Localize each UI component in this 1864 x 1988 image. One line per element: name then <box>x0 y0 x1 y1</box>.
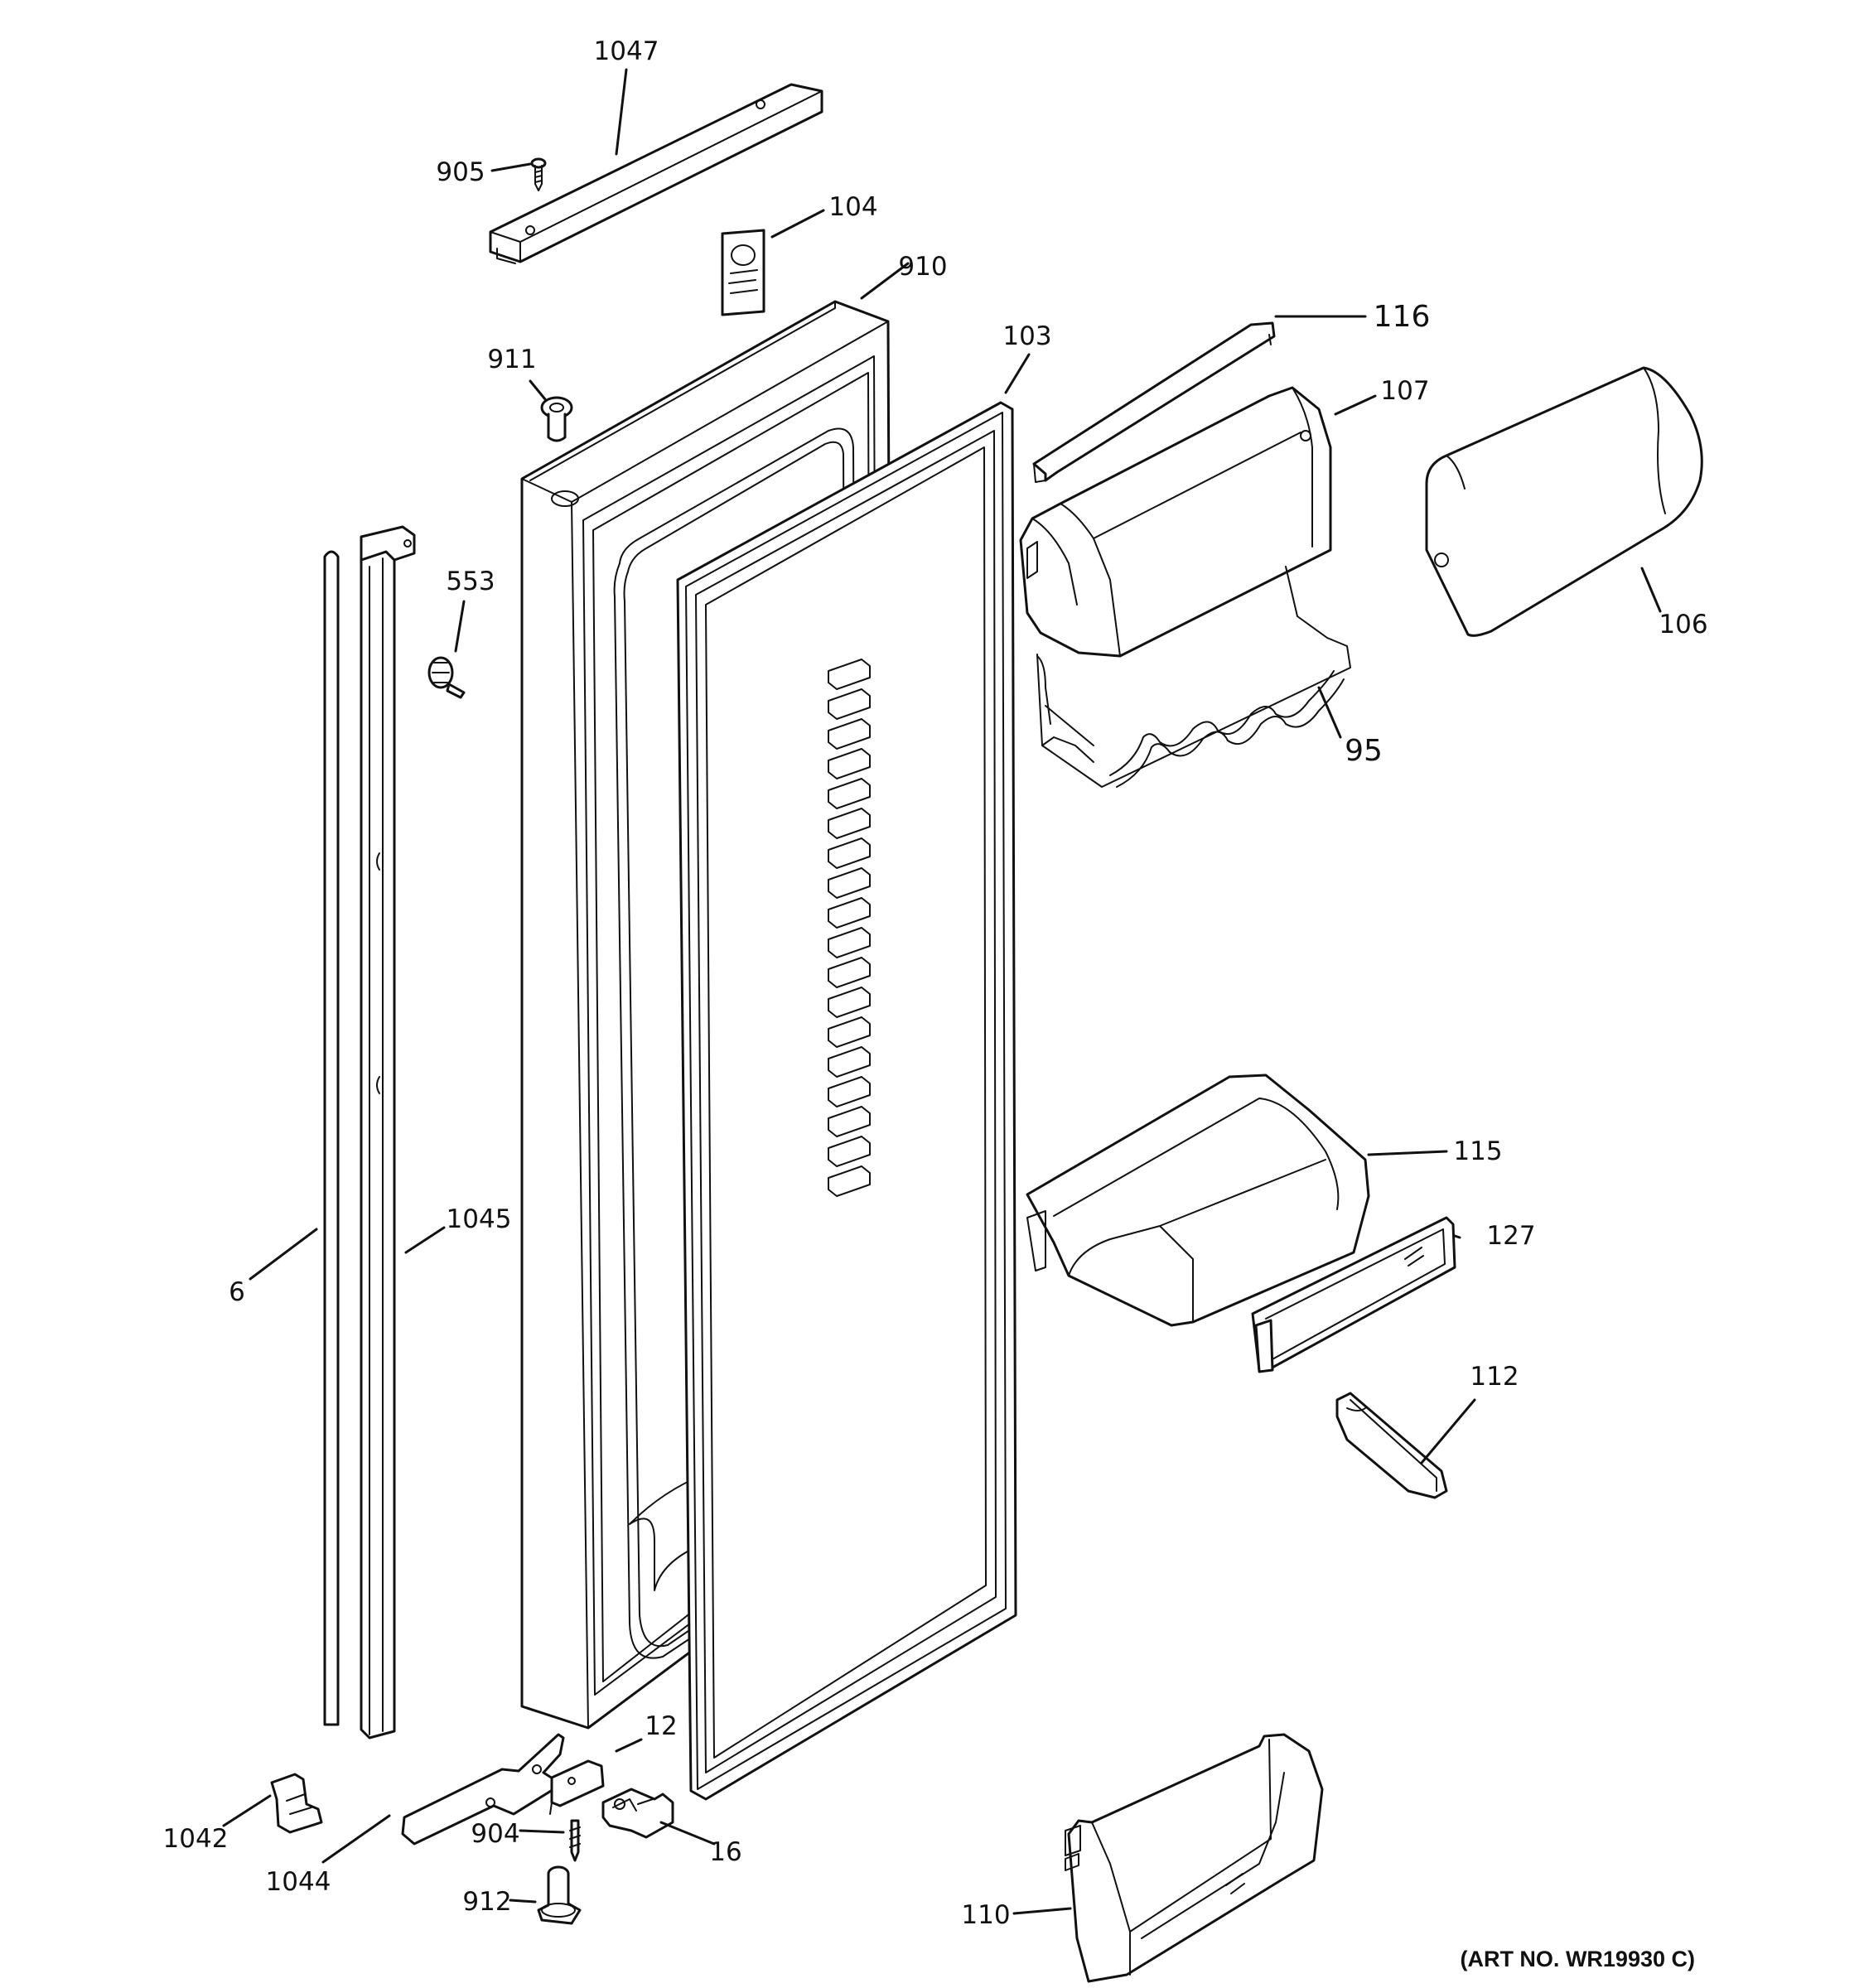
callout-107: 107 <box>1380 376 1429 406</box>
callout-1045: 1045 <box>447 1204 512 1234</box>
callout-905: 905 <box>436 157 485 187</box>
callout-1044: 1044 <box>266 1867 331 1897</box>
art-number: (ART NO. WR19930 C) <box>1460 1947 1695 1971</box>
callout-106: 106 <box>1659 610 1707 639</box>
part-12-plate <box>549 1759 605 1815</box>
callout-labels: 1047 905 104 910 911 103 116 107 106 553… <box>163 36 1708 1930</box>
callout-127: 127 <box>1486 1221 1535 1251</box>
callout-910: 910 <box>898 252 947 282</box>
callout-911: 911 <box>487 345 536 374</box>
callout-103: 103 <box>1002 321 1051 351</box>
part-904-screw <box>569 1819 581 1862</box>
part-106-cover <box>1425 366 1703 637</box>
callout-leaders <box>222 68 1662 1915</box>
callout-1042: 1042 <box>163 1824 229 1854</box>
door-shelf-clips <box>828 659 871 1197</box>
callout-95: 95 <box>1345 734 1383 768</box>
part-127-bin-front <box>1251 1216 1456 1373</box>
callout-112: 112 <box>1470 1362 1519 1392</box>
callout-553: 553 <box>446 567 495 596</box>
part-107-bin <box>1019 386 1332 658</box>
part-95-wire-rack <box>1036 566 1351 788</box>
part-1042-clip <box>270 1773 323 1834</box>
callout-116: 116 <box>1374 300 1431 334</box>
part-104-label <box>721 229 765 316</box>
part-1045-side-trim <box>360 525 416 1740</box>
callout-912: 912 <box>462 1887 511 1917</box>
part-16-hinge <box>601 1788 674 1839</box>
callout-904: 904 <box>471 1819 519 1849</box>
part-1047-top-trim <box>489 83 823 264</box>
callout-16: 16 <box>709 1837 741 1867</box>
callout-1047: 1047 <box>594 36 659 66</box>
part-912-bushing <box>537 1865 582 1925</box>
part-115-door-bin <box>1026 1074 1370 1327</box>
callout-110: 110 <box>961 1900 1010 1930</box>
callout-6: 6 <box>229 1277 245 1307</box>
part-6-side-rod <box>323 550 340 1726</box>
part-911-bushing <box>540 396 573 442</box>
callout-12: 12 <box>645 1711 677 1741</box>
callout-104: 104 <box>828 192 877 222</box>
part-905-screw <box>530 157 547 191</box>
part-1044-hinge-bracket <box>401 1733 565 1846</box>
part-116-bar <box>1032 321 1276 483</box>
part-110-bottom-bin <box>1065 1733 1324 1983</box>
part-112-divider <box>1335 1392 1448 1499</box>
part-553-hinge-pin <box>427 656 466 699</box>
part-103-door-gasket <box>676 401 1017 1801</box>
callout-115: 115 <box>1453 1136 1502 1166</box>
